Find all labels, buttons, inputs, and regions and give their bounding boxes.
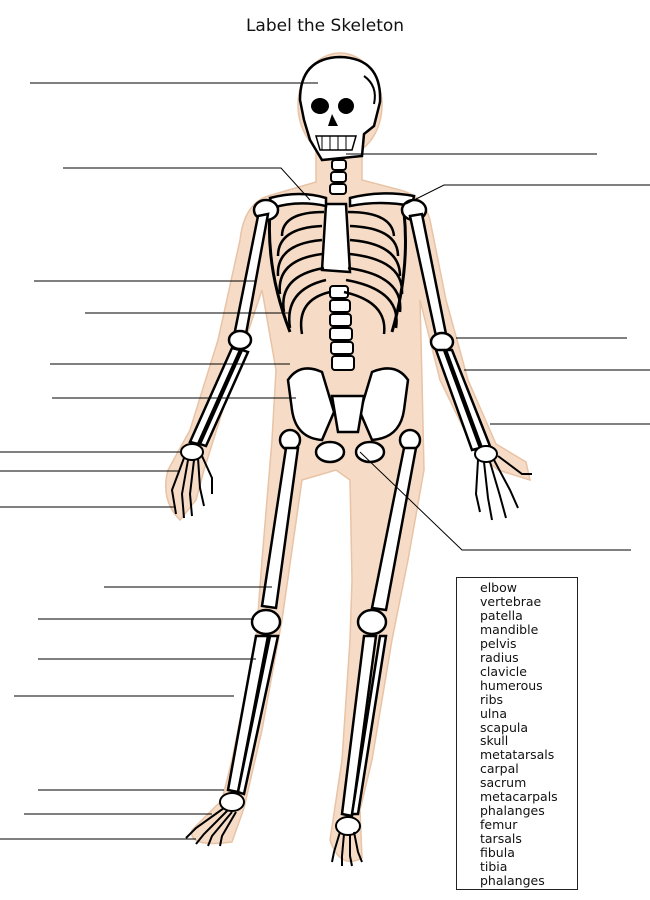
word-bank-item: elbow [480, 580, 517, 595]
word-bank-item: ribs [480, 691, 504, 707]
spine [329, 159, 355, 371]
word-bank-list: elbow vertebrae patella mandible pelvis … [457, 578, 577, 888]
legs [226, 428, 422, 818]
skull [298, 55, 382, 162]
pelvis [286, 367, 410, 464]
word-bank-item: clavicle [480, 663, 527, 679]
word-bank-box: elbow vertebrae patella mandible pelvis … [456, 577, 578, 890]
label-lines [0, 82, 650, 840]
word-bank-item: skull [480, 733, 509, 749]
word-bank-item: patella [480, 607, 523, 623]
label-line-right-2 [405, 184, 650, 205]
word-bank-item: humerous [480, 677, 543, 693]
worksheet-title: Label the Skeleton [245, 16, 405, 36]
label-line-right-6 [359, 451, 631, 551]
word-bank-item: tibia [480, 859, 508, 875]
word-bank-item: fibula [480, 845, 515, 861]
word-bank-item: pelvis [480, 635, 517, 651]
word-bank-item: carpal [480, 761, 519, 777]
word-bank-item: vertebrae [480, 593, 542, 609]
word-bank-item: metacarpals [480, 789, 558, 805]
arms [188, 212, 492, 452]
word-bank-item: radius [480, 649, 519, 665]
word-bank-item: tarsals [480, 831, 522, 847]
word-bank-item: metatarsals [480, 747, 555, 763]
label-line-left-2 [63, 167, 311, 201]
word-bank-item: phalanges [480, 803, 545, 819]
word-bank-item: ulna [480, 705, 507, 721]
feet [185, 792, 363, 867]
word-bank-item: mandible [480, 621, 539, 637]
word-bank-item: femur [480, 817, 518, 833]
word-bank-item: scapula [480, 719, 529, 735]
word-bank-item: phalanges [480, 873, 545, 889]
hands [170, 443, 532, 521]
rib-cage [267, 202, 407, 335]
word-bank-item: sacrum [480, 775, 527, 791]
